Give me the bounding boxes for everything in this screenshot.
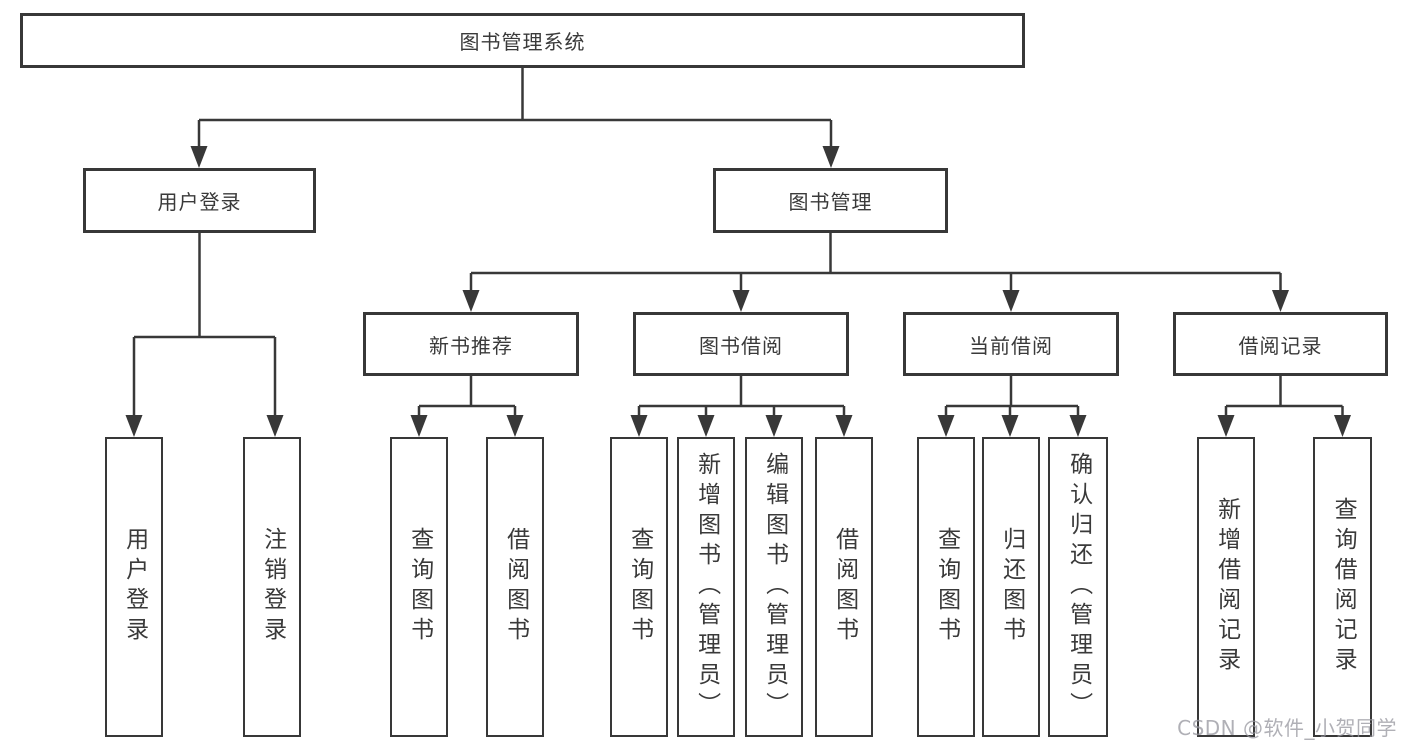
connector-borrow-records-branch	[1224, 376, 1344, 419]
node-borrow-records: 借阅记录	[1173, 312, 1388, 376]
connector-user-login-branch	[132, 233, 277, 419]
connector-current-borrow-branch	[944, 376, 1080, 419]
connector-book-borrow-branch	[637, 376, 846, 419]
arrowhead-icon	[732, 290, 750, 312]
arrowhead-icon	[1069, 415, 1087, 437]
leaf-query-borrow-record: 查询借阅记录	[1313, 437, 1372, 737]
arrowhead-icon	[822, 146, 840, 168]
leaf-logout: 注销登录	[243, 437, 301, 737]
leaf-borrow-books-1: 借阅图书	[486, 437, 544, 737]
arrowhead-icon	[697, 415, 715, 437]
leaf-return-book: 归还图书	[982, 437, 1040, 737]
arrowhead-icon	[630, 415, 648, 437]
leaf-query-books-3: 查询图书	[917, 437, 975, 737]
leaf-add-borrow-record: 新增借阅记录	[1197, 437, 1255, 737]
node-book-management: 图书管理	[713, 168, 948, 233]
connector-lines	[132, 68, 1344, 419]
arrowhead-icon	[190, 146, 208, 168]
connector-root-to-level2	[197, 68, 833, 150]
leaf-edit-book-admin: 编辑图书（管理员）	[745, 437, 803, 737]
node-current-borrow: 当前借阅	[903, 312, 1119, 376]
connector-new-book-branch	[417, 376, 517, 419]
arrowhead-icon	[125, 415, 143, 437]
arrowhead-icon	[1001, 415, 1019, 437]
arrowhead-icon	[266, 415, 284, 437]
arrowhead-icon	[1334, 415, 1351, 437]
arrowhead-icon	[835, 415, 853, 437]
leaf-query-books-2: 查询图书	[610, 437, 668, 737]
node-book-borrow: 图书借阅	[633, 312, 849, 376]
arrowheads	[125, 146, 1351, 437]
connector-book-management-branch	[469, 233, 1282, 294]
leaf-confirm-return-admin: 确认归还（管理员）	[1048, 437, 1108, 737]
arrowhead-icon	[462, 290, 480, 312]
csdn-watermark: CSDN @软件_小贺同学	[1177, 716, 1397, 740]
arrowhead-icon	[1272, 290, 1289, 312]
arrowhead-icon	[765, 415, 783, 437]
arrowhead-icon	[1002, 290, 1020, 312]
leaf-query-books-1: 查询图书	[390, 437, 448, 737]
leaf-user-login: 用户登录	[105, 437, 163, 737]
node-user-login: 用户登录	[83, 168, 316, 233]
leaf-add-book-admin: 新增图书（管理员）	[677, 437, 735, 737]
arrowhead-icon	[506, 415, 524, 437]
node-new-book-recommend: 新书推荐	[363, 312, 579, 376]
arrowhead-icon	[937, 415, 955, 437]
leaf-borrow-books-2: 借阅图书	[815, 437, 873, 737]
node-root: 图书管理系统	[20, 13, 1025, 68]
arrowhead-icon	[410, 415, 428, 437]
arrowhead-icon	[1217, 415, 1235, 437]
